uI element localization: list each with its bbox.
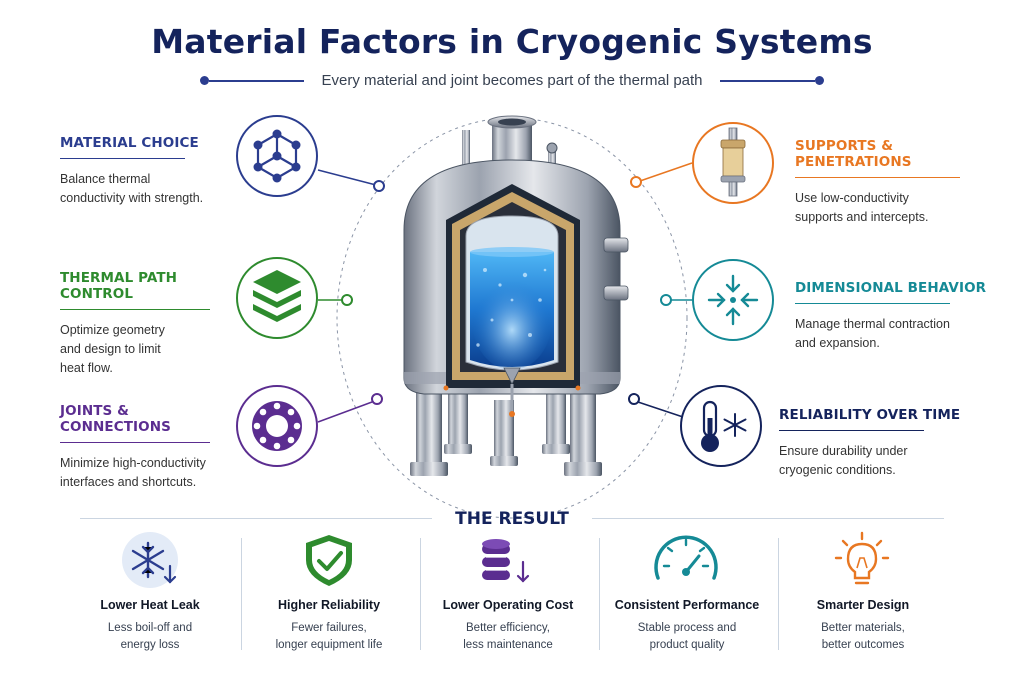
vessel-leg xyxy=(416,380,442,470)
layers-icon xyxy=(236,257,318,339)
lightbulb-icon xyxy=(834,531,890,585)
connector-supports xyxy=(630,162,693,188)
feature-underline xyxy=(60,309,210,310)
feature-text-line: Ensure durability under xyxy=(779,444,908,458)
result-text-line: energy loss xyxy=(120,639,180,651)
coins-down-icon xyxy=(482,539,530,583)
feature-thermal-path-control: THERMAL PATH CONTROL Optimize geometry a… xyxy=(60,270,240,378)
feature-text-line: and design to limit xyxy=(60,342,161,356)
feature-underline xyxy=(779,430,924,431)
feature-text-line: supports and intercepts. xyxy=(795,210,929,224)
feature-dimensional-behavior: DIMENSIONAL BEHAVIOR Manage thermal cont… xyxy=(795,280,995,353)
result-heading: THE RESULT xyxy=(455,509,569,529)
feature-text-line: cryogenic conditions. xyxy=(779,463,896,477)
connector-dimensional xyxy=(660,294,692,306)
result-title: Consistent Performance xyxy=(614,598,760,612)
feature-text-line: Use low-conductivity xyxy=(795,191,909,205)
feature-text-line: Optimize geometry xyxy=(60,323,165,337)
feature-underline xyxy=(795,303,950,304)
result-title: Lower Heat Leak xyxy=(100,598,200,612)
result-title: Smarter Design xyxy=(816,598,910,612)
snowflake-down-icon xyxy=(122,532,178,588)
feature-text-line: heat flow. xyxy=(60,361,113,375)
result-text-line: Less boil-off and xyxy=(107,622,193,634)
feature-reliability-over-time: RELIABILITY OVER TIME Ensure durability … xyxy=(779,407,999,480)
result-icon-slot xyxy=(833,530,893,590)
result-icon-slot xyxy=(120,530,180,590)
flange-icon xyxy=(236,385,318,467)
result-divider xyxy=(420,538,421,650)
feature-joints-connections: JOINTS & CONNECTIONS Minimize high-condu… xyxy=(60,403,240,492)
molecule-icon xyxy=(236,115,318,197)
subtitle-dot-left xyxy=(200,76,209,85)
page-subtitle: Every material and joint becomes part of… xyxy=(321,72,703,89)
feature-text-line: Balance thermal xyxy=(60,172,151,186)
result-consistent-performance: Consistent Performance Stable process an… xyxy=(599,530,775,654)
support-icon xyxy=(692,122,774,204)
result-rule-right xyxy=(592,518,944,519)
feature-title: MATERIAL CHOICE xyxy=(60,135,199,151)
feature-text-line: Manage thermal contraction xyxy=(795,317,950,331)
result-lower-operating-cost: Lower Operating Cost Better efficiency, … xyxy=(420,530,596,654)
gauge-icon xyxy=(654,535,718,580)
feature-supports-penetrations: SUPPORTS & PENETRATIONS Use low-conducti… xyxy=(795,138,995,227)
subtitle-row: Every material and joint becomes part of… xyxy=(200,70,824,92)
contraction-icon xyxy=(692,259,774,341)
cryogenic-vessel xyxy=(403,115,629,476)
result-divider xyxy=(599,538,600,650)
feature-title: RELIABILITY OVER TIME xyxy=(779,407,961,423)
connector-joints xyxy=(317,393,383,423)
feature-title: DIMENSIONAL BEHAVIOR xyxy=(795,280,987,296)
feature-underline xyxy=(60,158,185,159)
subtitle-rule-right xyxy=(720,80,815,82)
result-text-line: longer equipment life xyxy=(275,639,383,651)
result-text-line: Fewer failures, xyxy=(291,622,367,634)
shield-check-icon xyxy=(306,535,352,586)
feature-title: THERMAL PATH CONTROL xyxy=(60,270,178,302)
subtitle-dot-right xyxy=(815,76,824,85)
result-divider xyxy=(778,538,779,650)
result-lower-heat-leak: Lower Heat Leak Less boil-off and energy… xyxy=(62,530,238,654)
feature-title: SUPPORTS & PENETRATIONS xyxy=(795,138,912,170)
result-text-line: less maintenance xyxy=(463,639,553,651)
feature-text-line: Minimize high-conductivity xyxy=(60,456,206,470)
result-icon-slot xyxy=(478,530,538,590)
feature-underline xyxy=(795,177,960,178)
result-title: Lower Operating Cost xyxy=(442,598,574,612)
result-text-line: Better efficiency, xyxy=(466,622,550,634)
result-text-line: product quality xyxy=(649,639,725,651)
feature-underline xyxy=(60,442,210,443)
result-smarter-design: Smarter Design Better materials, better … xyxy=(775,530,951,654)
feature-text-line: conductivity with strength. xyxy=(60,191,204,205)
result-text-line: better outcomes xyxy=(821,639,905,651)
subtitle-rule-left xyxy=(209,80,304,82)
page-title: Material Factors in Cryogenic Systems xyxy=(151,22,873,61)
feature-text-line: and expansion. xyxy=(795,336,880,350)
connector-material-choice xyxy=(317,169,385,192)
feature-text-line: interfaces and shortcuts. xyxy=(60,475,197,489)
result-higher-reliability: Higher Reliability Fewer failures, longe… xyxy=(241,530,417,654)
result-icon-slot xyxy=(657,530,717,590)
result-rule-left xyxy=(80,518,432,519)
result-text-line: Stable process and xyxy=(637,622,737,634)
connector-thermal-path xyxy=(318,294,353,306)
result-title: Higher Reliability xyxy=(277,598,381,612)
feature-material-choice: MATERIAL CHOICE Balance thermal conducti… xyxy=(60,135,240,208)
thermometer-snowflake-icon xyxy=(680,385,762,467)
result-text-line: Better materials, xyxy=(821,622,905,634)
result-divider xyxy=(241,538,242,650)
feature-title: JOINTS & CONNECTIONS xyxy=(60,403,171,435)
result-icon-slot xyxy=(299,530,359,590)
